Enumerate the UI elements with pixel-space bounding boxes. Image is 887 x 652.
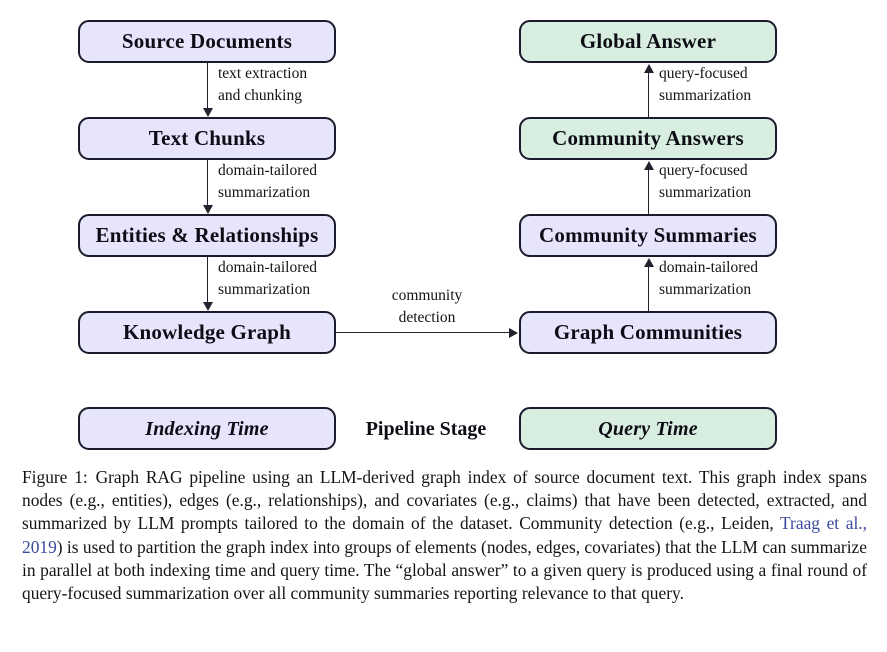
node-community-answers: Community Answers [519,117,777,160]
edge-label-domain-tailored-2: domain-tailored summarization [218,257,317,301]
arrow-entities-to-knowledge-graph [202,257,213,311]
edge-label-line: text extraction [218,65,308,82]
node-text-chunks: Text Chunks [78,117,336,160]
node-source-documents: Source Documents [78,20,336,63]
caption-citation-link[interactable]: Traag et al., 2019 [22,513,867,557]
edge-label-line: query-focused [659,162,748,179]
edge-label-line: community [391,287,463,304]
arrow-community-summaries-to-community-answers [643,161,654,214]
caption-text-part2: ) is used to partition the graph index i… [22,536,867,604]
arrow-knowledge-graph-to-graph-communities [336,327,518,338]
edge-label-line: query-focused [659,65,748,82]
edge-label-line: detection [398,309,456,326]
edge-label-line: and chunking [218,87,302,104]
edge-label-domain-tailored-3: domain-tailored summarization [659,257,758,301]
edge-label-line: domain-tailored [659,259,758,276]
arrow-text-chunks-to-entities [202,160,213,214]
edge-label-domain-tailored-1: domain-tailored summarization [218,160,317,204]
arrow-community-answers-to-global-answer [643,64,654,117]
legend-pipeline-stage-label: Pipeline Stage [365,418,487,440]
edge-label-query-focused-1: query-focused summarization [659,63,751,107]
node-graph-communities: Graph Communities [519,311,777,354]
edge-label-line: domain-tailored [218,259,317,276]
node-knowledge-graph: Knowledge Graph [78,311,336,354]
edge-label-line: summarization [659,87,752,104]
arrow-source-documents-to-text-chunks [202,63,213,117]
node-community-summaries: Community Summaries [519,214,777,257]
edge-label-community-detection: community detection [372,285,482,329]
edge-label-text-extraction: text extraction and chunking [218,63,307,107]
edge-label-line: summarization [218,281,311,298]
edge-label-line: summarization [659,184,752,201]
caption-text-part1: Graph RAG pipeline using an LLM-derived … [22,467,868,534]
legend-indexing-time: Indexing Time [78,407,336,450]
node-entities-relationships: Entities & Relationships [78,214,336,257]
edge-label-query-focused-2: query-focused summarization [659,160,751,204]
edge-label-line: summarization [659,281,752,298]
arrow-graph-communities-to-community-summaries [643,258,654,311]
node-global-answer: Global Answer [519,20,777,63]
edge-label-line: domain-tailored [218,162,317,179]
caption-label: Figure 1: [22,467,88,487]
edge-label-line: summarization [218,184,311,201]
legend-query-time: Query Time [519,407,777,450]
figure-caption: Figure 1:Graph RAG pipeline using an LLM… [22,466,867,605]
graph-rag-pipeline-figure: Source Documents text extraction and chu… [78,20,777,450]
